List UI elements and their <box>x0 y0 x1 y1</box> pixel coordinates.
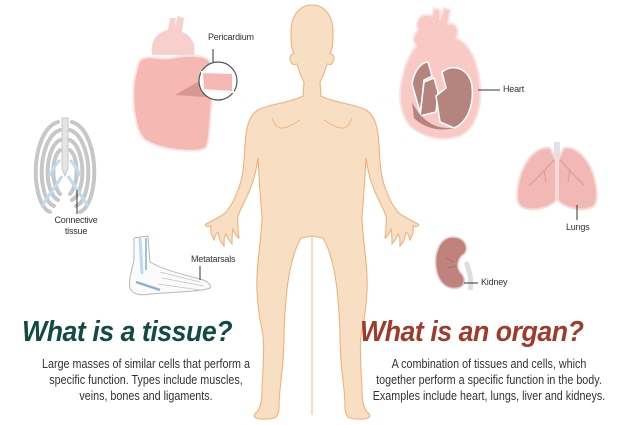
connective-tissue-label: Connective tissue <box>50 215 102 237</box>
organ-description-line2: together perform a specific function in … <box>376 373 602 387</box>
pericardium-label: Pericardium <box>208 32 254 42</box>
connective-tissue-label-line1: Connective <box>54 215 98 225</box>
organ-heading: What is an organ? <box>360 316 584 348</box>
tissue-description-line3: veins, bones and ligaments. <box>79 389 213 403</box>
tissue-heading: What is a tissue? <box>22 316 233 348</box>
organ-description-line1: A combination of tissues and cells, whic… <box>391 357 587 371</box>
tissue-description: Large masses of similar cells that perfo… <box>12 356 280 404</box>
tissue-description-line1: Large masses of similar cells that perfo… <box>42 357 250 371</box>
organ-description: A combination of tissues and cells, whic… <box>352 356 624 404</box>
tissue-description-line2: specific function. Types include muscles… <box>49 373 243 387</box>
lungs-label: Lungs <box>566 222 590 232</box>
metatarsals-label: Metatarsals <box>191 254 236 264</box>
heart-label: Heart <box>503 84 525 94</box>
kidney-label: Kidney <box>481 277 508 287</box>
organ-description-line3: Examples include heart, lungs, liver and… <box>372 389 606 403</box>
connective-tissue-label-line2: tissue <box>64 226 88 236</box>
